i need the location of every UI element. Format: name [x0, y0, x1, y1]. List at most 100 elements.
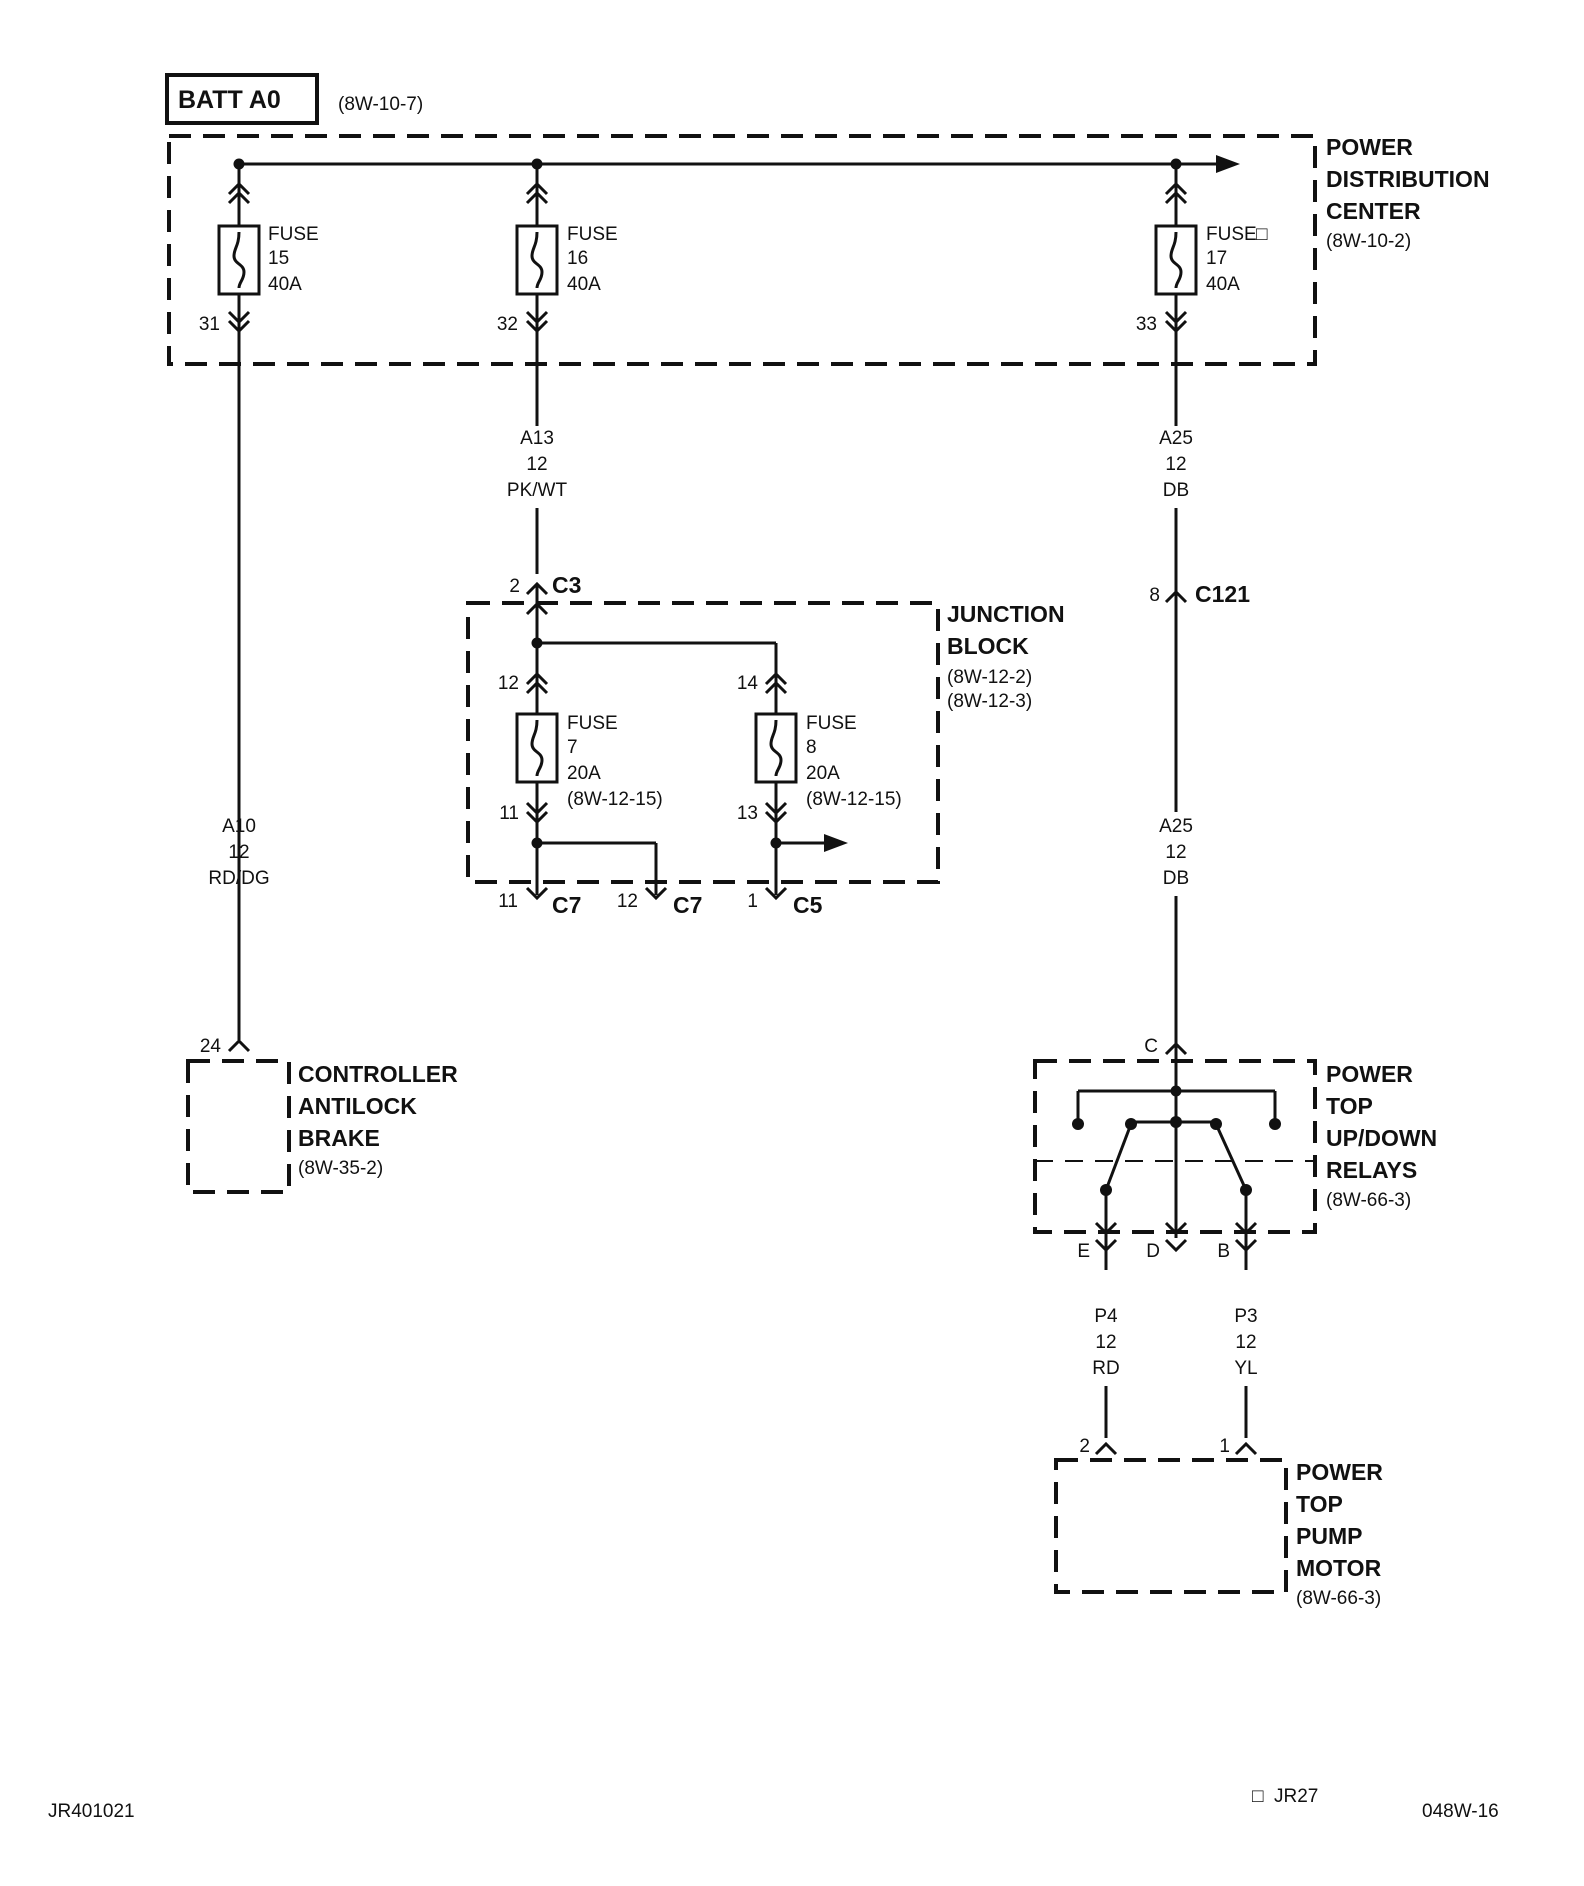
- fuse-15: FUSE 15 40A 31: [199, 164, 319, 1033]
- connector-c7-pin11: 11 C7: [498, 886, 581, 918]
- svg-text:8: 8: [806, 737, 817, 758]
- motor-label-3: PUMP: [1296, 1523, 1362, 1549]
- svg-text:12: 12: [617, 891, 638, 912]
- svg-text:2: 2: [509, 576, 520, 597]
- junction-block-label-1: JUNCTION: [947, 601, 1065, 627]
- svg-text:40A: 40A: [567, 274, 601, 295]
- svg-text:8: 8: [1149, 585, 1160, 606]
- battery-ref: (8W-10-7): [338, 94, 423, 115]
- relays-label-3: UP/DOWN: [1326, 1125, 1437, 1151]
- junction-block-label-2: BLOCK: [947, 633, 1029, 659]
- fuse-7: 12 11 FUSE 7 20A (8W-12-15): [498, 671, 663, 895]
- svg-text:□: □: [1256, 224, 1268, 245]
- abs-label-3: BRAKE: [298, 1125, 380, 1151]
- connector-c7-pin12: 12 C7: [617, 886, 702, 918]
- svg-text:FUSE: FUSE: [1206, 224, 1257, 245]
- relay-contacts: [1072, 1061, 1281, 1270]
- svg-text:(8W-12-15): (8W-12-15): [806, 789, 902, 810]
- pdc-outline: [167, 134, 1317, 366]
- svg-text:A10: A10: [222, 816, 256, 837]
- svg-text:(8W-12-15): (8W-12-15): [567, 789, 663, 810]
- svg-text:1: 1: [747, 891, 758, 912]
- battery-label: BATT A0: [178, 86, 281, 114]
- svg-text:C7: C7: [552, 892, 581, 918]
- pdc-label-3: CENTER: [1326, 198, 1421, 224]
- svg-text:A13: A13: [520, 428, 554, 449]
- svg-text:12: 12: [1095, 1332, 1116, 1353]
- svg-text:12: 12: [1165, 454, 1186, 475]
- motor-connectors: 2 1: [1079, 1436, 1258, 1457]
- footer-note-mark: □: [1252, 1786, 1264, 1807]
- relays-ref: (8W-66-3): [1326, 1190, 1411, 1211]
- wire-a10-label: A10 12 RD/DG: [208, 816, 269, 889]
- wire-a25-top-label: A25 12 DB: [1159, 428, 1193, 501]
- junction-block-ref-1: (8W-12-2): [947, 667, 1032, 688]
- svg-text:32: 32: [497, 314, 518, 335]
- wire-p4-label: P4 12 RD: [1092, 1306, 1119, 1379]
- svg-text:11: 11: [498, 891, 518, 912]
- connector-c121: 8 C121: [1149, 581, 1250, 607]
- svg-text:B: B: [1217, 1241, 1230, 1262]
- pdc-ref: (8W-10-2): [1326, 231, 1411, 252]
- svg-text:C: C: [1144, 1036, 1158, 1057]
- svg-text:C121: C121: [1195, 581, 1250, 607]
- motor-ref: (8W-66-3): [1296, 1588, 1381, 1609]
- svg-text:RD: RD: [1092, 1358, 1119, 1379]
- svg-text:17: 17: [1206, 248, 1227, 269]
- svg-text:40A: 40A: [268, 274, 302, 295]
- abs-label-2: ANTILOCK: [298, 1093, 417, 1119]
- abs-label-1: CONTROLLER: [298, 1061, 458, 1087]
- relays-label-4: RELAYS: [1326, 1157, 1417, 1183]
- svg-text:E: E: [1077, 1241, 1090, 1262]
- svg-text:40A: 40A: [1206, 274, 1240, 295]
- svg-text:C5: C5: [793, 892, 823, 918]
- svg-text:2: 2: [1079, 1436, 1090, 1457]
- svg-text:31: 31: [199, 314, 220, 335]
- motor-label-4: MOTOR: [1296, 1555, 1382, 1581]
- svg-text:C7: C7: [673, 892, 702, 918]
- junction-block-wiring: [525, 584, 778, 714]
- svg-text:12: 12: [526, 454, 547, 475]
- pdc-label-2: DISTRIBUTION: [1326, 166, 1490, 192]
- wire-a13-label: A13 12 PK/WT: [507, 428, 568, 501]
- svg-text:20A: 20A: [806, 763, 840, 784]
- abs-controller-outline: [186, 1059, 291, 1194]
- svg-text:12: 12: [228, 842, 249, 863]
- svg-text:14: 14: [737, 673, 759, 694]
- battery-box: [165, 73, 319, 125]
- svg-text:YL: YL: [1234, 1358, 1257, 1379]
- relays-label-1: POWER: [1326, 1061, 1413, 1087]
- junction-block-ref-2: (8W-12-3): [947, 691, 1032, 712]
- wire-a25-bottom-label: A25 12 DB: [1159, 816, 1193, 889]
- svg-text:7: 7: [567, 737, 578, 758]
- svg-text:D: D: [1146, 1241, 1160, 1262]
- svg-text:PK/WT: PK/WT: [507, 480, 568, 501]
- svg-text:C3: C3: [552, 572, 581, 598]
- footer-right-code: 048W-16: [1422, 1801, 1499, 1822]
- svg-text:FUSE: FUSE: [268, 224, 319, 245]
- svg-text:33: 33: [1136, 314, 1157, 335]
- svg-text:15: 15: [268, 248, 289, 269]
- svg-text:24: 24: [200, 1036, 222, 1057]
- connector-c5: 1 C5: [747, 886, 823, 918]
- svg-text:DB: DB: [1163, 480, 1189, 501]
- svg-text:FUSE: FUSE: [806, 713, 857, 734]
- relay-connector-c: C: [1144, 1036, 1188, 1057]
- svg-text:FUSE: FUSE: [567, 224, 618, 245]
- svg-text:FUSE: FUSE: [567, 713, 618, 734]
- wire-p3-label: P3 12 YL: [1234, 1306, 1257, 1379]
- svg-text:11: 11: [499, 803, 519, 824]
- svg-text:1: 1: [1219, 1436, 1230, 1457]
- connector-c3: 2 C3: [509, 572, 581, 598]
- fuse-8: 14 13 FUSE 8 20A (8W-12-15): [737, 671, 902, 895]
- fuse-17: FUSE □ 17 40A 33: [1136, 164, 1268, 426]
- footer-note: JR27: [1274, 1786, 1318, 1807]
- bus-arrow: [1216, 155, 1240, 173]
- svg-text:A25: A25: [1159, 428, 1193, 449]
- abs-connector: 24: [200, 1036, 251, 1057]
- pump-motor-outline: [1054, 1458, 1288, 1594]
- relays-label-2: TOP: [1326, 1093, 1373, 1119]
- motor-label-2: TOP: [1296, 1491, 1343, 1517]
- svg-text:DB: DB: [1163, 868, 1189, 889]
